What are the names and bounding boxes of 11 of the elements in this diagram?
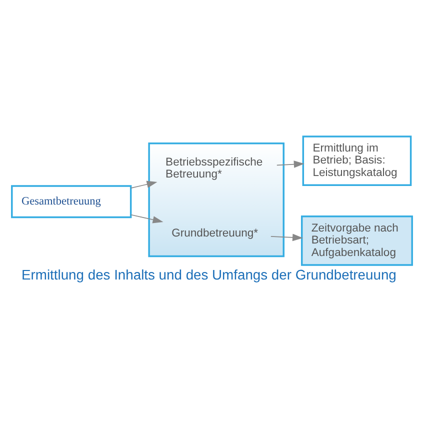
arrow xyxy=(276,160,304,168)
arrow xyxy=(130,180,158,188)
cluster xyxy=(148,142,284,258)
node-box: Zeitvorgabe nach Betriebsart; Aufgabenkatalog xyxy=(300,215,413,266)
node-box: Gesamtbetreuung xyxy=(11,185,132,218)
arrow xyxy=(130,214,164,224)
arrow xyxy=(270,234,303,242)
node-text: Grundbetreuung* xyxy=(172,228,258,240)
caption: Ermittlung des Inhalts und des Umfangs der Grundbetreuung xyxy=(22,266,396,283)
node-box: Ermittlung im Betrieb; Basis: Leistungskatalog xyxy=(302,136,412,186)
node-text: Betriebsspezifische Betreuung* xyxy=(166,156,263,181)
